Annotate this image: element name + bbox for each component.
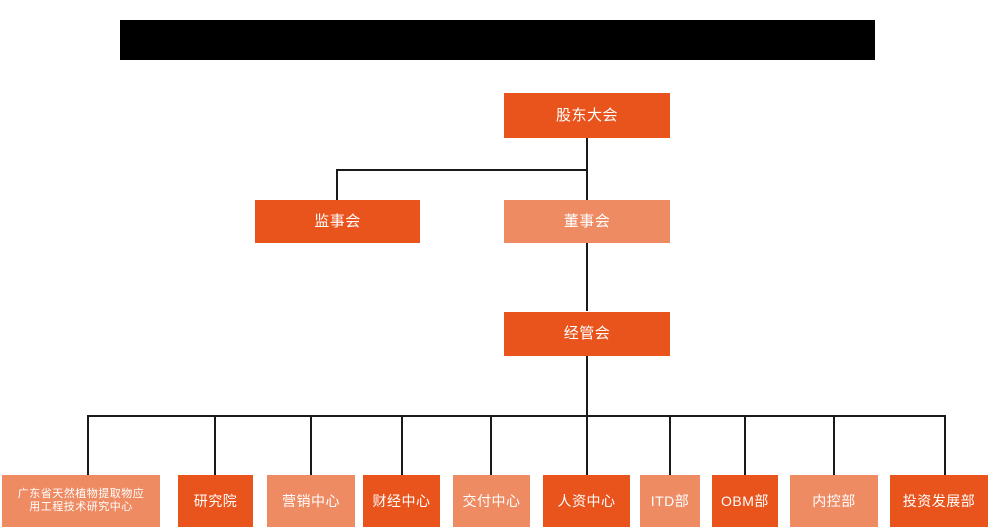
org-node-label: 广东省天然植物提取物应 用工程技术研究中心 — [17, 488, 145, 513]
org-node-management-committee[interactable]: 经管会 — [504, 312, 670, 356]
org-node-engineering-research-center[interactable]: 广东省天然植物提取物应 用工程技术研究中心 — [2, 475, 160, 527]
redacted-title-banner — [120, 20, 875, 60]
org-node-label: 董事会 — [563, 212, 611, 230]
org-node-label: 研究院 — [193, 492, 238, 509]
connector-shareholders-to-branch — [586, 138, 588, 171]
connector-level2-horizontal-bar — [336, 169, 588, 171]
connector-directors-to-management — [586, 243, 588, 311]
org-node-hr-center[interactable]: 人资中心 — [543, 475, 630, 527]
org-node-internal-control-department[interactable]: 内控部 — [790, 475, 878, 527]
org-node-label: ITD部 — [650, 492, 690, 509]
org-node-label: 人资中心 — [557, 492, 616, 509]
org-node-obm-department[interactable]: OBM部 — [712, 475, 778, 527]
org-node-investment-development-department[interactable]: 投资发展部 — [890, 475, 988, 527]
org-node-label: 经管会 — [563, 325, 611, 343]
org-node-label: 交付中心 — [462, 492, 521, 509]
org-node-label: 内控部 — [812, 492, 856, 509]
connector-drop-research-institute — [214, 415, 216, 475]
connector-drop-finance-center — [401, 415, 403, 475]
org-node-label: 监事会 — [314, 212, 361, 230]
connector-management-to-departments — [586, 356, 588, 416]
org-node-research-institute[interactable]: 研究院 — [178, 475, 253, 527]
connector-drop-hr-center — [586, 415, 588, 475]
org-node-delivery-center[interactable]: 交付中心 — [453, 475, 530, 527]
org-node-itd-department[interactable]: ITD部 — [640, 475, 700, 527]
org-node-label: 财经中心 — [372, 492, 431, 509]
org-node-marketing-center[interactable]: 营销中心 — [267, 475, 355, 527]
org-node-board-of-supervisors[interactable]: 监事会 — [255, 200, 420, 243]
connector-drop-internal-control-department — [833, 415, 835, 475]
connector-drop-investment-development-department — [944, 415, 946, 475]
connector-drop-delivery-center — [490, 415, 492, 475]
connector-branch-to-supervisors — [336, 169, 338, 201]
connector-drop-engineering-research-center — [87, 415, 89, 475]
connector-drop-itd-department — [669, 415, 671, 475]
org-node-label: 投资发展部 — [902, 492, 976, 509]
org-node-board-of-directors[interactable]: 董事会 — [504, 200, 670, 243]
org-node-label: 营销中心 — [282, 492, 340, 509]
org-node-label: 股东大会 — [555, 106, 618, 124]
connector-drop-obm-department — [744, 415, 746, 475]
connector-departments-horizontal-bar — [87, 415, 945, 417]
connector-branch-to-directors — [586, 169, 588, 201]
org-node-label: OBM部 — [721, 492, 769, 509]
org-node-shareholders-meeting[interactable]: 股东大会 — [504, 93, 670, 138]
org-node-finance-center[interactable]: 财经中心 — [363, 475, 440, 527]
connector-drop-marketing-center — [310, 415, 312, 475]
